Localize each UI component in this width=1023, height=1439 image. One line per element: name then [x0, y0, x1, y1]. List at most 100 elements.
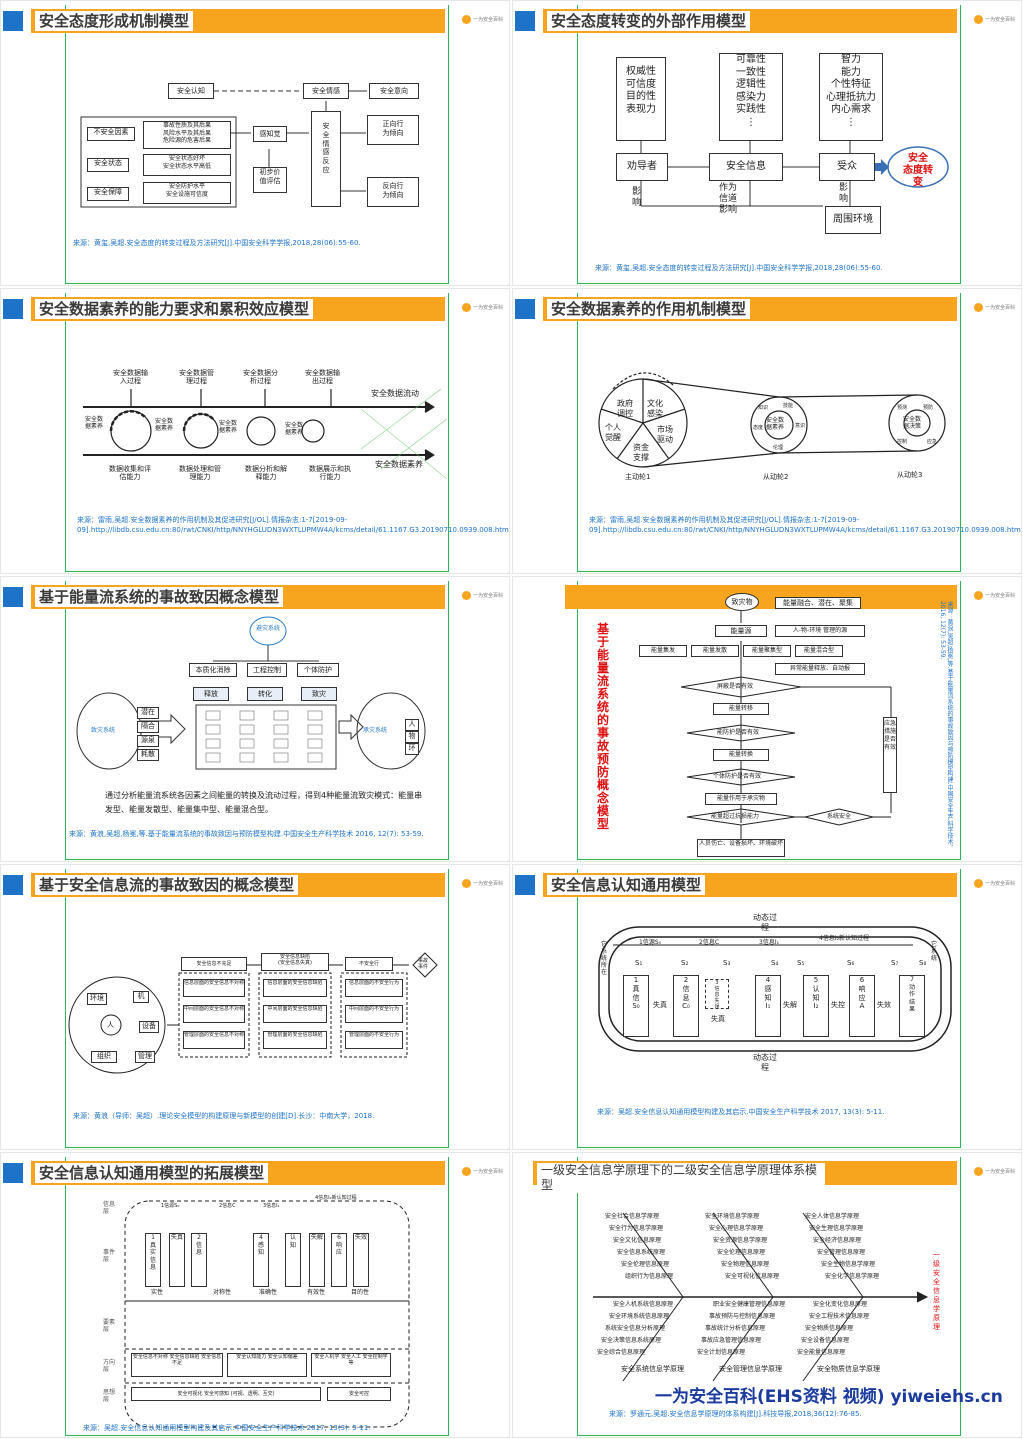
energy-node [205, 710, 221, 721]
diagram-wheels [598, 372, 946, 468]
label-influence-3: 影 响 [839, 183, 849, 204]
label-data-literacy: 安全数据素养 [375, 460, 423, 469]
slide-frame [65, 293, 449, 572]
fishbone-bottom-label: 安全决策信息系统原理 [601, 1337, 662, 1344]
label-management-process: 安全数据管 理过程 [179, 369, 214, 386]
energy-node [205, 724, 221, 735]
spine-label-1: 安全系统信息学原理 [621, 1365, 684, 1373]
node-device: 设备 [139, 1021, 159, 1033]
spine-label-2: 安全管理信息学原理 [719, 1365, 782, 1373]
fishbone-top-label: 组织行为信息原理 [625, 1273, 674, 1280]
loss-failure: 失效 [877, 1001, 891, 1009]
node-energy-type-1: 能量集发 [639, 645, 687, 657]
col3-row3: 管理层面的不安全行为 [345, 1031, 403, 1049]
decision-resistance: 能量超过抗损能力 [711, 813, 760, 820]
fishbone-bottom-label: 事故应急管理信息原理 [701, 1337, 762, 1344]
wheel3-seg-predict: 预测 [897, 405, 908, 411]
logo-icon [973, 303, 983, 312]
box-negative-tendency: 反向行 为倾向 [367, 177, 419, 207]
box-safety-intention: 安全意向 [369, 83, 419, 99]
fishbone-top-label: 安全伦理信息原理 [621, 1261, 670, 1268]
node-management: 管理 [135, 1051, 155, 1063]
logo: 一为安全百科 [461, 591, 503, 600]
source-citation: 来源：雷雨,吴超.安全数据素养的作用机制及其促进研究[J/OL].情报杂志:1-… [77, 516, 510, 534]
box-safety-guarantee: 安全保障 [87, 187, 129, 201]
header-blue-block [515, 11, 535, 31]
axis-purpose: 目的性 [351, 1289, 370, 1296]
box-source-potential: 潜在 [137, 707, 159, 719]
logo: 一为安全百科 [461, 303, 503, 312]
box-state-level: 安全状态好坏 安全状态水平高低 [143, 154, 231, 176]
label-literacy-2: 安全数 据素养 [155, 418, 174, 433]
slide-frame [65, 869, 449, 1148]
label-literacy-1: 安全数 据素养 [85, 416, 104, 431]
logo-icon [461, 1167, 471, 1176]
diagram-lines [68, 952, 438, 1074]
slide-info-flow-causation: 基于安全信息流的事故致因的概念模型 一为安全百科 环境 机 人 组织 管理 设备… [0, 864, 510, 1150]
wheel1-seg-market: 市场 驱动 [657, 425, 673, 444]
logo-icon [461, 303, 471, 312]
wheel2-seg-awareness: 意识 [795, 423, 806, 429]
slide-header: 安全信息认知通用模型的拓展模型 一为安全百科 [1, 1161, 509, 1185]
label-output-process: 安全数据输 出过程 [305, 369, 340, 386]
label-left-system: 它 系 统 所 在 [601, 941, 608, 976]
col1-row1: 信息层面的安全信息不对称 [183, 979, 245, 997]
slide-header: 安全信息认知通用模型 一为安全百科 [513, 873, 1021, 897]
col2-row1: 信息层面的安全信息缺陷 [263, 979, 327, 997]
box-positive-tendency: 正向行 为倾向 [367, 115, 419, 145]
slide-frame [65, 1157, 449, 1436]
decision-personal: 个体防护是否有效 [713, 773, 762, 780]
axis-symmetry: 对称性 [213, 1289, 232, 1296]
node-energy-type-3: 能量聚集型 [743, 645, 791, 657]
fishbone-bottom-label: 职业安全健康管理信息原理 [713, 1301, 786, 1308]
axis-effectiveness: 有效性 [307, 1289, 326, 1296]
header-unsafe-act: 不安全行 [345, 957, 393, 971]
label-attitude-change: 安全 态度转 变 [903, 153, 933, 188]
box-persuader: 劝导者 [616, 153, 668, 181]
slide-title: 安全态度形成机制模型 [35, 11, 194, 31]
row-event-layer: 事件 层 [103, 1249, 116, 1264]
label-driven-wheel-2: 从动轮2 [763, 473, 789, 481]
slide-data-literacy-mechanism: 安全数据素养的作用机制模型 一为安全百科 政府 调控 文化 感染 市场 驱动 资… [512, 288, 1022, 574]
label-dynamic-bottom: 动态过 程 [753, 1053, 777, 1072]
node-human: 人 [107, 1021, 114, 1029]
box-source-coupling: 隔合 [137, 721, 159, 733]
label-dynamic-top: 动态过 程 [753, 913, 777, 932]
energy-node [307, 738, 323, 749]
s-label-3: S₃ [723, 959, 731, 967]
thought-box-2: 安全可控 [327, 1387, 391, 1401]
decision-shield: 屏蔽是否有效 [717, 683, 754, 690]
fishbone-lines [593, 1212, 929, 1382]
node-machine: 机 [133, 991, 149, 1003]
fishbone-bottom-label: 安全综合信息原理 [597, 1349, 646, 1356]
node-management-source: 人-物-环境 管理的源 [775, 625, 865, 637]
logo-icon [461, 879, 471, 888]
logo: 一为安全百科 [461, 15, 503, 24]
energy-node [273, 752, 289, 763]
logo: 一为安全百科 [461, 1167, 503, 1176]
slide-info-cognition-model: 安全信息认知通用模型 一为安全百科 动态过 程 动态过 程 它 系 统 所 在 … [512, 864, 1022, 1150]
diagram-lines [598, 926, 952, 1052]
box-audience-traits: 智力 能力 个性特征 心理抵抗力 内心需求 ⋮ [819, 53, 883, 141]
slide-frame [577, 5, 961, 284]
wheel3-seg-emergency: 应急 [927, 439, 938, 445]
ext-step-7: 6 响 应 [331, 1233, 347, 1287]
fishbone-top-label: 安全环境信息学原理 [705, 1213, 760, 1220]
fishbone-top-label: 安全生物信息学原理 [821, 1261, 876, 1268]
logo: 一为安全百科 [973, 15, 1015, 24]
slide-header: 基于安全信息流的事故致因的概念模型 一为安全百科 [1, 873, 509, 897]
row-info-layer: 信息 层 [103, 1201, 116, 1216]
energy-node [273, 738, 289, 749]
wheel3-seg-control: 控制 [897, 439, 908, 445]
slide-header: 安全数据素养的能力要求和累积效应模型 一为安全百科 [1, 297, 509, 321]
label-influence-1: 影 响 [632, 187, 642, 208]
node-abnormal-release: 异常能量释放、自动报 [775, 663, 865, 675]
energy-node [239, 738, 255, 749]
box-protection-level: 安全防护水平 安全设施可信度 [143, 182, 231, 204]
source-citation: 来源：黄玺,吴超.安全态度的转变过程及方法研究[J].中国安全科学学报,2018… [73, 239, 361, 247]
slide-frame [65, 581, 449, 860]
loss-misread: 失解 [783, 1001, 797, 1009]
label-driving-wheel-1: 主动轮1 [625, 473, 651, 481]
box-persuader-traits: 权威性 可信度 目的性 表现力 [616, 57, 666, 141]
wheel1-seg-fund: 资金 支撑 [633, 443, 649, 462]
